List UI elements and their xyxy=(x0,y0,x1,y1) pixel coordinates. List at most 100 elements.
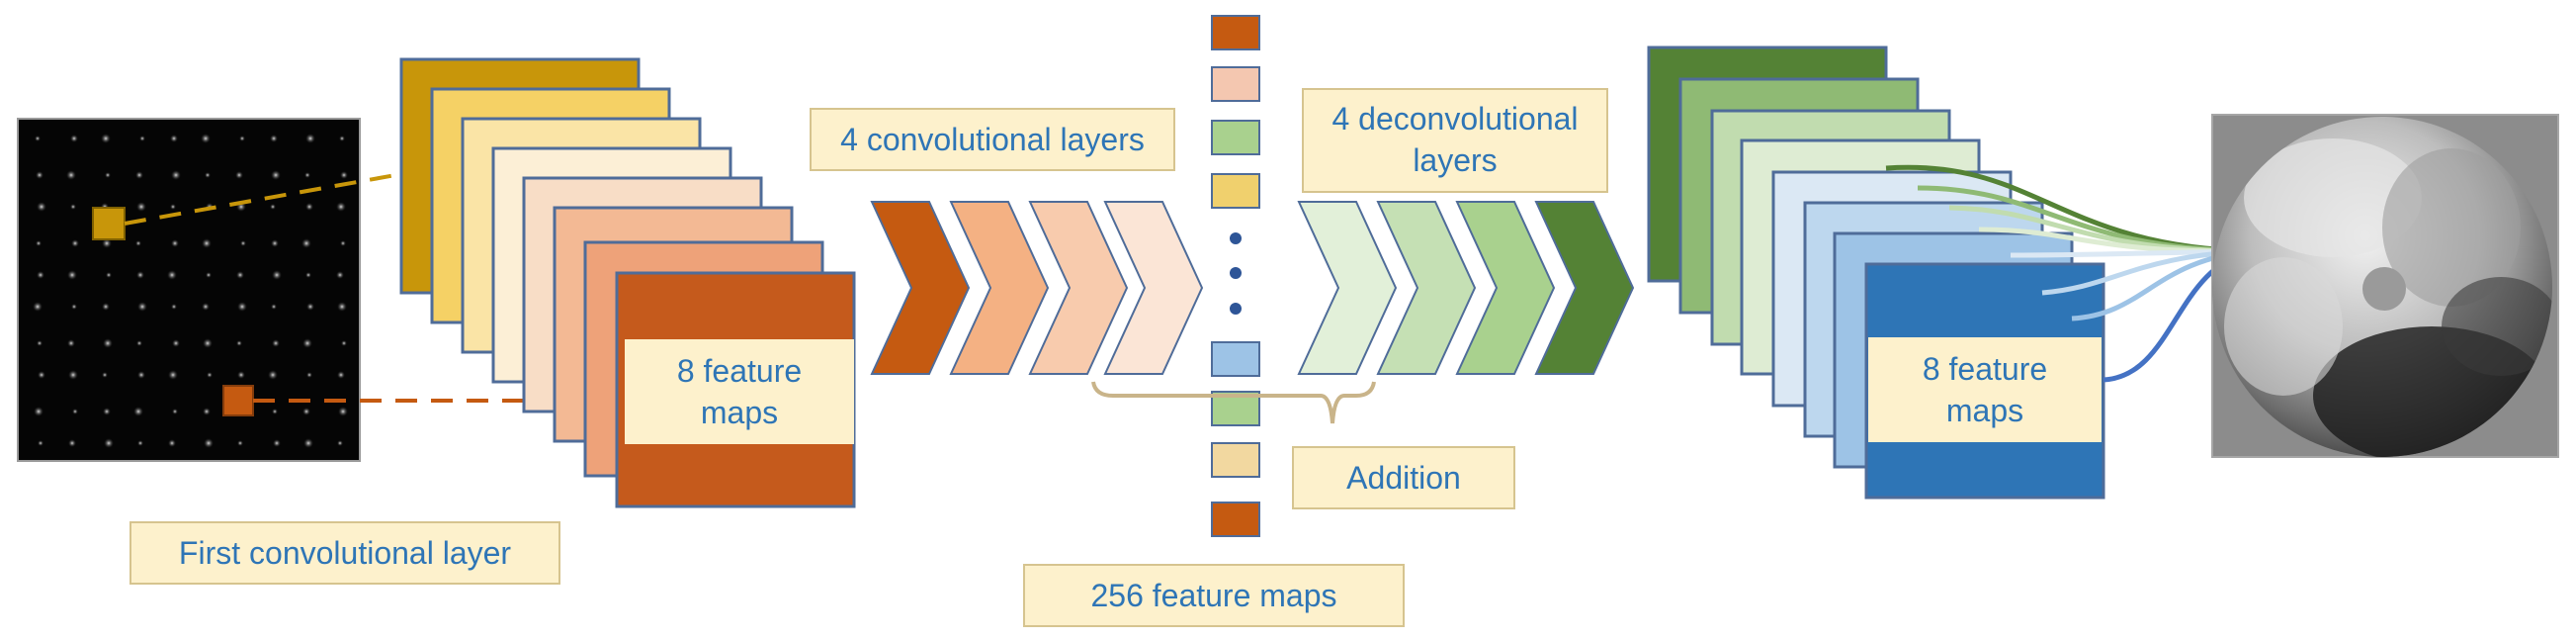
encoder-chevron-1 xyxy=(870,201,971,375)
input-spot xyxy=(338,407,348,416)
input-spot xyxy=(139,136,145,141)
decoder-chevron-2 xyxy=(1376,201,1477,375)
input-spot xyxy=(168,370,178,380)
input-spot xyxy=(236,340,242,346)
input-spot xyxy=(66,170,76,180)
input-spot xyxy=(237,371,245,379)
feature-square-4 xyxy=(1211,173,1260,209)
decoder-chevron-4 xyxy=(1534,201,1635,375)
input-spot xyxy=(270,135,278,142)
encoder-chevron-2 xyxy=(949,201,1050,375)
input-spot xyxy=(168,439,176,447)
conv-layers-text: 4 convolutional layers xyxy=(840,122,1145,157)
input-spot xyxy=(137,371,145,379)
input-spot xyxy=(339,136,345,141)
input-spot xyxy=(68,439,76,447)
input-spot xyxy=(37,202,46,212)
input-spot xyxy=(104,438,114,448)
input-spot xyxy=(171,304,177,310)
input-spot xyxy=(170,135,178,142)
input-spot xyxy=(305,272,311,278)
input-spot xyxy=(72,409,78,414)
input-spot xyxy=(172,339,180,347)
input-spot xyxy=(71,304,77,310)
input-spot xyxy=(239,136,245,141)
input-spot xyxy=(135,240,141,246)
input-spot xyxy=(207,372,213,378)
encoder-chevrons xyxy=(870,201,1204,375)
input-spot xyxy=(240,240,246,246)
addition-brace xyxy=(1091,381,1376,424)
input-spot xyxy=(303,438,313,448)
input-spot xyxy=(103,408,111,415)
input-spot xyxy=(302,338,312,348)
input-spot xyxy=(38,440,43,446)
input-spot xyxy=(35,136,41,141)
input-spot xyxy=(38,371,45,379)
input-spot xyxy=(70,135,78,142)
first-conv-layer-text: First convolutional layer xyxy=(179,535,511,571)
input-spot xyxy=(270,204,276,210)
input-spot xyxy=(202,238,212,248)
input-spot xyxy=(37,340,43,346)
input-spot xyxy=(106,272,112,278)
input-spot xyxy=(103,338,113,348)
input-spot xyxy=(306,372,312,378)
input-spot xyxy=(133,407,143,416)
input-spot xyxy=(306,303,314,311)
first-conv-layer-label: First convolutional layer xyxy=(129,521,560,585)
input-spot xyxy=(337,302,347,312)
output-image-center-hole xyxy=(2362,267,2406,311)
input-spot xyxy=(340,240,346,246)
input-spot xyxy=(136,340,142,346)
feature-square-2 xyxy=(1211,66,1260,102)
addition-text: Addition xyxy=(1346,460,1461,496)
input-spot xyxy=(171,170,181,180)
input-spot xyxy=(271,304,277,310)
input-spot xyxy=(272,409,278,414)
input-patch-bottom xyxy=(222,385,254,416)
input-spot xyxy=(305,203,313,211)
deconv-layers-line1: 4 deconvolutional xyxy=(1331,101,1578,137)
feature-maps-256-text: 256 feature maps xyxy=(1090,578,1336,613)
input-spot xyxy=(170,204,176,210)
input-spot xyxy=(34,407,43,416)
input-spot xyxy=(203,338,213,348)
input-spot xyxy=(302,408,310,415)
connector-top xyxy=(124,172,402,226)
decoder-chevrons xyxy=(1297,201,1635,375)
input-spot xyxy=(137,440,143,446)
input-spot xyxy=(268,370,278,380)
feature-maps-in-line1: 8 feature xyxy=(677,353,802,389)
input-image xyxy=(17,118,361,462)
input-spot xyxy=(336,271,344,279)
input-spot xyxy=(36,171,43,179)
feature-maps-256-label: 256 feature maps xyxy=(1023,564,1405,627)
input-spot xyxy=(37,271,44,279)
input-spot xyxy=(301,238,311,248)
input-spot xyxy=(101,134,111,143)
feature-square-7 xyxy=(1211,442,1260,478)
input-spot xyxy=(136,271,144,279)
input-spot xyxy=(206,272,212,278)
input-spot xyxy=(137,302,147,312)
ellipsis-dot-1 xyxy=(1230,232,1242,244)
feature-maps-in-line2: maps xyxy=(701,395,778,430)
conv-layers-label: 4 convolutional layers xyxy=(810,108,1175,171)
input-spot xyxy=(135,171,143,179)
input-spot xyxy=(305,134,315,143)
input-spot xyxy=(71,239,79,247)
input-spot xyxy=(36,240,42,246)
input-spot xyxy=(237,440,243,446)
deconv-layers-line2: layers xyxy=(1413,142,1497,178)
input-spot xyxy=(272,339,280,347)
input-spot xyxy=(68,370,78,380)
input-spot xyxy=(167,270,177,280)
feature-maps-out-label: 8 feature maps xyxy=(1868,337,2102,442)
input-spot xyxy=(337,371,345,379)
input-spot xyxy=(102,303,110,311)
feature-square-1 xyxy=(1211,15,1260,50)
input-spot xyxy=(272,270,282,280)
input-spot xyxy=(304,172,310,178)
